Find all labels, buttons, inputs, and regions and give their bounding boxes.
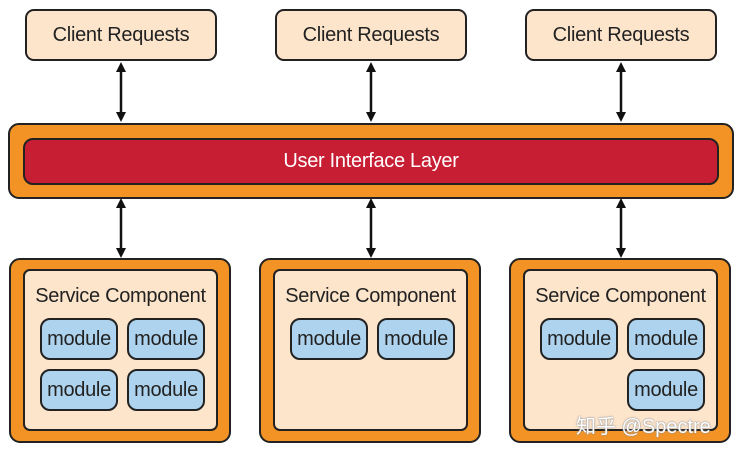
module-box: module (127, 369, 205, 411)
module-box: module (40, 369, 118, 411)
service-component-title-2: Service Component (285, 285, 456, 307)
service-component-title-3: Service Component (535, 285, 706, 307)
module-box: module (40, 318, 118, 360)
client-requests-box-1: Client Requests (25, 9, 217, 61)
client-requests-box-3: Client Requests (525, 9, 717, 61)
module-box: module (127, 318, 205, 360)
module-box: module (377, 318, 455, 360)
service-component-title-1: Service Component (35, 285, 206, 307)
module-box: module (290, 318, 368, 360)
watermark-text: 知乎 @Spectre (576, 416, 711, 438)
module-box: module (540, 318, 618, 360)
module-box: module (627, 369, 705, 411)
module-box: module (627, 318, 705, 360)
client-requests-box-2: Client Requests (275, 9, 467, 61)
user-interface-layer: User Interface Layer (23, 138, 719, 185)
